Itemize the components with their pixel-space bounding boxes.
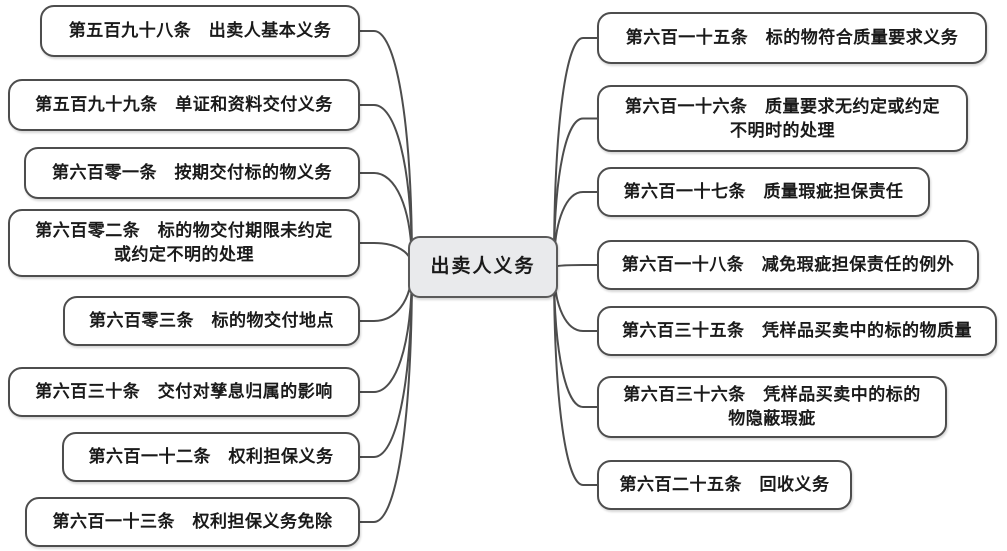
connector-a602 [359,242,413,268]
connector-a599 [359,104,413,268]
branch-node-a625[interactable]: 第六百二十五条 回收义务 [597,460,852,510]
node-label: 第六百三十条 交付对孳息归属的影响 [35,381,333,401]
connector-a635 [553,266,598,332]
branch-node-a601[interactable]: 第六百零一条 按期交付标的物义务 [24,147,360,199]
branch-node-a598[interactable]: 第五百九十八条 出卖人基本义务 [40,5,360,57]
branch-node-a618[interactable]: 第六百一十八条 减免瑕疵担保责任的例外 [597,240,979,290]
branch-node-a636[interactable]: 第六百三十六条 凭样品买卖中的标的 物隐蔽瑕疵 [597,376,947,438]
branch-node-a615[interactable]: 第六百一十五条 标的物符合质量要求义务 [597,12,987,64]
branch-node-a602[interactable]: 第六百零二条 标的物交付期限未约定 或约定不明的处理 [8,209,360,277]
node-label: 出卖人义务 [430,256,536,278]
node-label: 第六百三十六条 凭样品买卖中的标的 物隐蔽瑕疵 [623,385,921,428]
connector-a616 [553,117,598,268]
branch-node-a616[interactable]: 第六百一十六条 质量要求无约定或约定 不明时的处理 [597,85,968,152]
node-label: 第六百零一条 按期交付标的物义务 [52,162,332,182]
connector-a601 [359,172,413,268]
center-node[interactable]: 出卖人义务 [408,236,558,298]
connector-a615 [553,37,598,268]
branch-node-a617[interactable]: 第六百一十七条 质量瑕疵担保责任 [597,167,930,217]
branch-node-a635[interactable]: 第六百三十五条 凭样品买卖中的标的物质量 [597,306,997,356]
connector-a625 [553,266,598,486]
connector-a630 [359,266,413,393]
connector-a612 [359,266,413,458]
branch-node-a613[interactable]: 第六百一十三条 权利担保义务免除 [25,497,360,547]
node-label: 第六百零三条 标的物交付地点 [89,310,334,330]
node-label: 第六百一十六条 质量要求无约定或约定 不明时的处理 [625,96,940,140]
node-label: 第六百一十五条 标的物符合质量要求义务 [625,27,959,47]
node-label: 第六百一十七条 质量瑕疵担保责任 [623,181,904,201]
node-label: 第六百一十三条 权利担保义务免除 [52,511,333,531]
node-label: 第五百九十八条 出卖人基本义务 [68,20,332,40]
connector-a636 [553,266,598,408]
node-label: 第六百一十八条 减免瑕疵担保责任的例外 [621,254,955,274]
connector-a618 [553,264,598,268]
connector-a598 [359,30,413,268]
node-label: 第六百一十二条 权利担保义务 [88,446,334,466]
node-label: 第六百二十五条 回收义务 [619,474,830,494]
node-label: 第五百九十九条 单证和资料交付义务 [35,94,333,114]
branch-node-a630[interactable]: 第六百三十条 交付对孳息归属的影响 [8,367,360,417]
connector-a613 [359,266,413,523]
branch-node-a612[interactable]: 第六百一十二条 权利担保义务 [62,432,360,482]
connector-a617 [553,191,598,268]
connector-a603 [359,266,413,322]
node-label: 第六百三十五条 凭样品买卖中的标的物质量 [622,320,972,340]
node-label: 第六百零二条 标的物交付期限未约定 或约定不明的处理 [35,221,333,264]
branch-node-a603[interactable]: 第六百零三条 标的物交付地点 [63,296,360,346]
branch-node-a599[interactable]: 第五百九十九条 单证和资料交付义务 [8,79,360,131]
